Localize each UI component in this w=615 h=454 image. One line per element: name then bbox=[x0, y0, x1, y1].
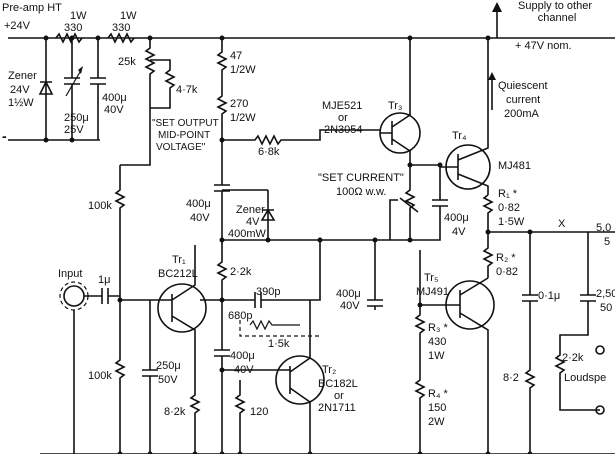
r47-watt: 1/2W bbox=[230, 64, 256, 76]
plus24v-label: +24V bbox=[4, 20, 30, 32]
zener-400mw: 400mW bbox=[228, 228, 266, 240]
r1-watt: 1·5W bbox=[498, 216, 525, 228]
r1-label: R₁ * bbox=[498, 188, 517, 200]
r4-label: R₄ * bbox=[428, 388, 448, 400]
r330a-value: 330 bbox=[64, 22, 83, 34]
cap-250u-top bbox=[64, 38, 80, 140]
preamp-ht-label: Pre-amp HT bbox=[2, 2, 62, 14]
r1-value: 0·82 bbox=[498, 202, 521, 214]
quiescent-label-1: Quiescent bbox=[498, 80, 548, 92]
tr4-label: Tr₄ bbox=[452, 130, 467, 142]
r4-value: 150 bbox=[428, 402, 447, 414]
r1k5-label: 1·5k bbox=[268, 338, 290, 350]
r120-label: 120 bbox=[250, 406, 269, 418]
r3-value: 430 bbox=[428, 336, 447, 348]
tr3-type: MJE521 bbox=[322, 100, 363, 112]
tr5-type: MJ491 bbox=[416, 286, 450, 298]
r3-watt: 1W bbox=[428, 350, 445, 362]
c250-lo-volt: 50V bbox=[158, 374, 178, 386]
c400-r3-volt: 40V bbox=[340, 300, 360, 312]
set-current-note: "SET CURRENT" bbox=[318, 172, 404, 184]
r330b-watt: 1W bbox=[120, 10, 137, 22]
r330b-value: 330 bbox=[112, 22, 131, 34]
zener1-label: Zener bbox=[8, 70, 37, 82]
tr2-or: or bbox=[334, 390, 344, 402]
c250-top-volt: 25V bbox=[64, 124, 84, 136]
r4-watt: 2W bbox=[428, 416, 445, 428]
c5000-volt: 5 bbox=[604, 236, 611, 248]
resistor-330-a bbox=[55, 32, 83, 44]
tr3-label: Tr₃ bbox=[388, 100, 403, 112]
r2-value: 0·82 bbox=[496, 266, 519, 278]
c250-lo-label: 250μ bbox=[156, 360, 181, 372]
loudspeaker-label: Loudspe bbox=[564, 372, 607, 384]
zener1-watt: 1½W bbox=[8, 97, 34, 109]
r47-label: 47 bbox=[230, 50, 243, 62]
tr5-label: Tr₅ bbox=[424, 272, 439, 284]
r8k2-label: 8·2k bbox=[164, 406, 186, 418]
c400-top-label: 400μ bbox=[102, 92, 127, 104]
quiescent-label-3: 200mA bbox=[504, 108, 539, 120]
c400-set-volt: 4V bbox=[452, 226, 466, 238]
supply-note: Supply to other bbox=[518, 0, 592, 12]
tr1-type: BC212L bbox=[158, 268, 198, 280]
c400-mid-volt: 40V bbox=[190, 212, 210, 224]
c400-mid-label: 400μ bbox=[186, 198, 211, 210]
plus47v-label: + 47V nom. bbox=[515, 40, 572, 52]
zener-24v bbox=[38, 80, 54, 95]
r3-label: R₃ * bbox=[428, 322, 448, 334]
c400-set-label: 400μ bbox=[444, 212, 469, 224]
minus-rail-label: - bbox=[2, 128, 7, 144]
r2k2-out-label: 2·2k bbox=[562, 352, 584, 364]
r2-label: R₂ * bbox=[496, 252, 516, 264]
input-label: Input bbox=[58, 268, 83, 280]
set-current-value: 100Ω w.w. bbox=[336, 186, 387, 198]
c01u-label: 0·1μ bbox=[538, 290, 561, 302]
supply-note-2: channel bbox=[537, 12, 577, 24]
c1u-label: 1μ bbox=[98, 274, 111, 286]
r270-watt: 1/2W bbox=[230, 112, 256, 124]
c5000-label: 5,0 bbox=[596, 222, 612, 234]
tr4-type: MJ481 bbox=[498, 160, 532, 172]
set-output-note-3: VOLTAGE" bbox=[156, 142, 206, 153]
tr1-label: Tr₁ bbox=[172, 254, 186, 266]
set-output-note-1: "SET OUTPUT bbox=[152, 118, 219, 129]
r8k2-out-label: 8·2 bbox=[503, 372, 519, 384]
c2500-volt: 50 bbox=[600, 302, 613, 314]
resistor-330-b bbox=[107, 32, 135, 44]
r270-label: 270 bbox=[230, 98, 249, 110]
set-output-note-2: MID-POINT bbox=[158, 130, 211, 141]
r4k7-label: 4·7k bbox=[176, 84, 198, 96]
tr2-type: BC182L bbox=[318, 378, 358, 390]
r100k-top-label: 100k bbox=[88, 200, 112, 212]
quiescent-label-2: current bbox=[506, 94, 541, 106]
r6k8-label: 6·8k bbox=[258, 146, 280, 158]
c250-top-label: 250μ bbox=[64, 112, 89, 124]
tr3-type-2: 2N3054 bbox=[324, 124, 363, 136]
c2500-label: 2,50 bbox=[596, 288, 615, 300]
zener2-volt: 4V bbox=[246, 216, 260, 228]
node-x-label: X bbox=[558, 218, 566, 230]
tr2-label: Tr₂ bbox=[322, 364, 337, 376]
c390p-label: 390p bbox=[256, 286, 281, 298]
tr2-type-2: 2N1711 bbox=[318, 402, 356, 414]
c400-lo-label: 400μ bbox=[230, 350, 255, 362]
r2k2-label: 2·2k bbox=[230, 266, 252, 278]
c400-r3-label: 400μ bbox=[336, 288, 361, 300]
zener1-volt: 24V bbox=[10, 84, 30, 96]
tr3-or: or bbox=[338, 112, 348, 124]
zener2-label: Zener bbox=[236, 204, 265, 216]
c400-top-volt: 40V bbox=[104, 104, 124, 116]
r330a-watt: 1W bbox=[70, 10, 87, 22]
r25k-label: 25k bbox=[118, 56, 136, 68]
c680p-label: 680p bbox=[228, 310, 253, 322]
c400-lo-volt: 40V bbox=[234, 364, 254, 376]
r100k-bot-label: 100k bbox=[88, 370, 112, 382]
